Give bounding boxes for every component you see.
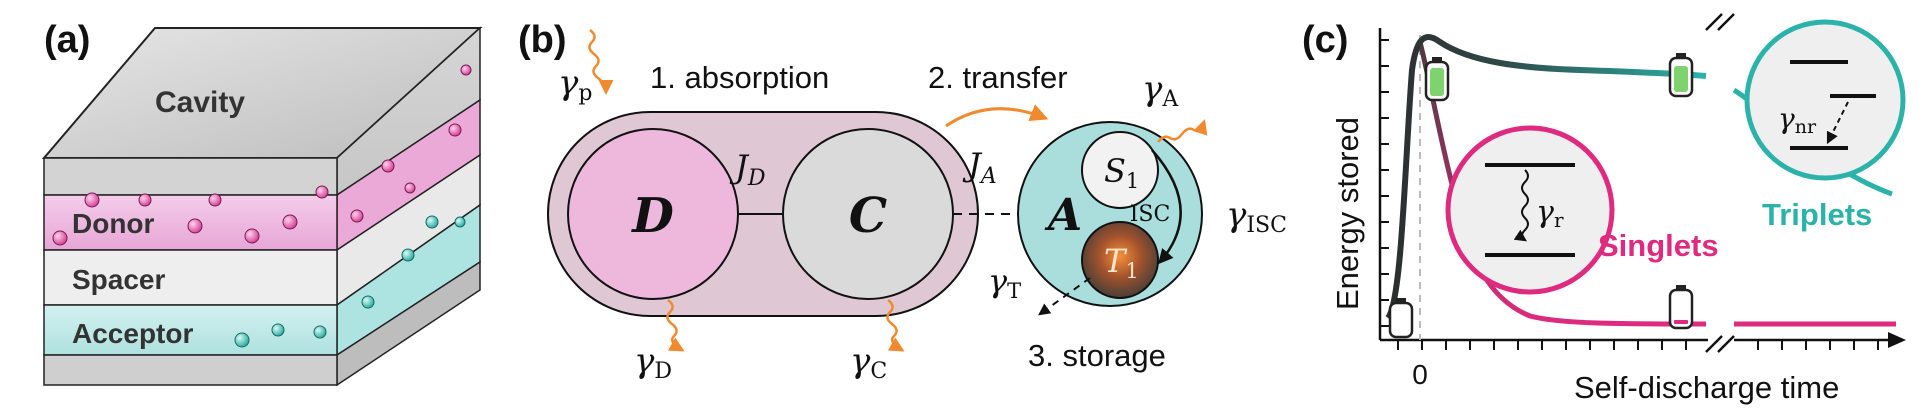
cavity-label: Cavity (155, 86, 245, 119)
y-axis-label: Energy stored (1330, 117, 1365, 310)
acceptor-label: Acceptor (72, 318, 193, 349)
singlets-label: Singlets (1598, 228, 1719, 263)
gamma-r-wavy-arrow (1513, 169, 1529, 242)
step-absorption: 1. absorption (650, 60, 829, 95)
axis-break (1705, 13, 1735, 353)
step-storage: 3. storage (1028, 338, 1166, 373)
spacer-layer (43, 249, 338, 306)
x-axis-arrowhead (1888, 332, 1906, 348)
x-ticks (1397, 340, 1879, 350)
panel-b-letter: (b) (518, 19, 567, 61)
gamma-t-symbol: γT (988, 262, 1021, 303)
s1-state (1081, 131, 1159, 209)
battery-triplets-icon (1668, 53, 1694, 98)
t1-label: T1 (1104, 242, 1139, 283)
donor-molecules (52, 64, 472, 246)
acceptor-molecules (234, 215, 466, 348)
gamma-p-symbol: γp (558, 63, 592, 106)
isc-arrow (1151, 149, 1182, 265)
ja-label: JA (962, 146, 997, 189)
gamma-t-arrow (1038, 277, 1091, 316)
node-d-label: D (630, 188, 674, 244)
gamma-r-symbol: γr (1536, 195, 1564, 232)
acceptor-layer (43, 304, 338, 356)
isc-label: ISC (1130, 202, 1171, 227)
gamma-isc-symbol: γISC (1226, 195, 1287, 238)
triplets-label: Triplets (1762, 197, 1872, 232)
node-a-label: A (1044, 190, 1082, 241)
donor-label: Donor (72, 208, 155, 239)
node-c-label: C (849, 188, 887, 244)
gamma-a-wavy-arrow (1157, 119, 1208, 143)
t1-state (1081, 221, 1159, 299)
panel-a-letter: (a) (44, 19, 90, 61)
spacer-label: Spacer (72, 264, 165, 295)
gamma-d-symbol: γD (634, 341, 672, 384)
gamma-d-wavy-arrow (666, 299, 685, 352)
base-layer (43, 354, 338, 386)
x-tick-zero-label: 0 (1412, 359, 1428, 390)
cavity-front (43, 157, 338, 196)
step-transfer: 2. transfer (928, 60, 1068, 95)
gamma-c-symbol: γC (850, 341, 887, 384)
jd-label: JD (729, 148, 766, 191)
y-ticks (1380, 39, 1389, 327)
gamma-c-wavy-arrow (886, 299, 905, 352)
panel-b: (b) γp 1. absorption D C JD JA 2. transf… (518, 19, 1287, 384)
gamma-nr-arrow (1826, 101, 1849, 145)
gamma-a-symbol: γA (1142, 69, 1179, 112)
panel-c-letter: (c) (1302, 19, 1348, 61)
gamma-nr-symbol: γnr (1778, 102, 1817, 138)
panel-a: (a) (41, 19, 483, 387)
battery-singlets-icon (1668, 285, 1694, 330)
battery-full-icon (1424, 57, 1450, 102)
triplets-inset (1744, 19, 1906, 181)
battery-start-icon (1388, 298, 1414, 339)
pump-wavy-arrow (588, 29, 614, 95)
transfer-arrow (945, 104, 1049, 128)
x-axis-label: Self-discharge time (1574, 370, 1839, 405)
panel-c: (c) Energy stored 0 Self-discharge time (1302, 13, 1906, 405)
triplets-curve (1385, 34, 1707, 320)
singlets-inset (1445, 125, 1615, 295)
s1-label: S1 (1104, 152, 1139, 193)
